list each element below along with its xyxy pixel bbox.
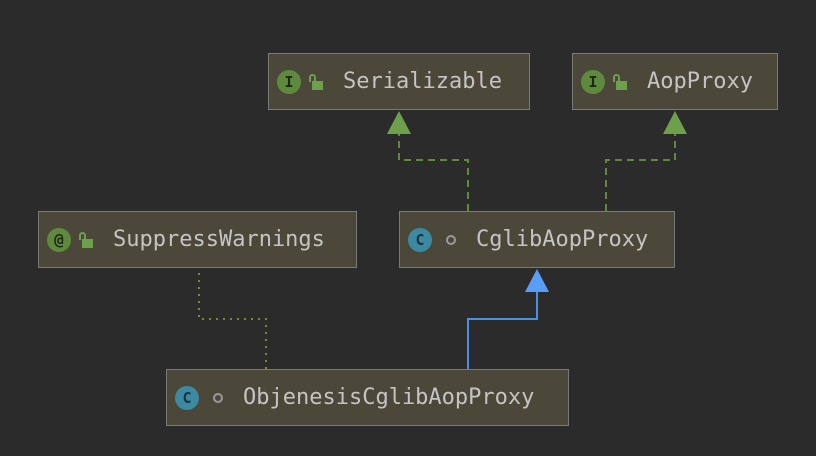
node-label: CglibAopProxy: [476, 227, 649, 252]
interface-icon: I: [581, 69, 605, 94]
node-objenesis-cglib-aop-proxy[interactable]: C ObjenesisCglibAopProxy: [166, 369, 569, 426]
node-serializable[interactable]: I Serializable: [268, 53, 530, 110]
lock-icon: [309, 73, 323, 90]
interface-icon: I: [277, 69, 301, 94]
edge-objenesis-to-suppresswarnings: [198, 269, 267, 369]
annotation-icon: @: [47, 227, 71, 252]
edge-objenesis-to-cglib: [467, 291, 538, 369]
arrowhead-cglib: [525, 269, 549, 292]
class-icon: C: [175, 385, 199, 410]
package-private-icon: [446, 234, 456, 245]
node-label: ObjenesisCglibAopProxy: [243, 385, 535, 410]
edge-cglib-to-serializable: [398, 133, 469, 211]
node-label: SuppressWarnings: [113, 227, 325, 252]
node-aop-proxy[interactable]: I AopProxy: [572, 53, 778, 110]
lock-icon: [79, 231, 93, 248]
arrowhead-serializable: [387, 111, 411, 134]
arrowhead-aopproxy: [663, 111, 687, 134]
class-icon: C: [408, 227, 432, 252]
package-private-icon: [213, 392, 223, 403]
node-label: Serializable: [343, 69, 502, 94]
node-cglib-aop-proxy[interactable]: C CglibAopProxy: [399, 211, 675, 268]
node-label: AopProxy: [647, 69, 753, 94]
edge-cglib-to-aopproxy: [605, 133, 676, 211]
node-suppress-warnings[interactable]: @ SuppressWarnings: [38, 211, 357, 268]
lock-icon: [613, 73, 627, 90]
